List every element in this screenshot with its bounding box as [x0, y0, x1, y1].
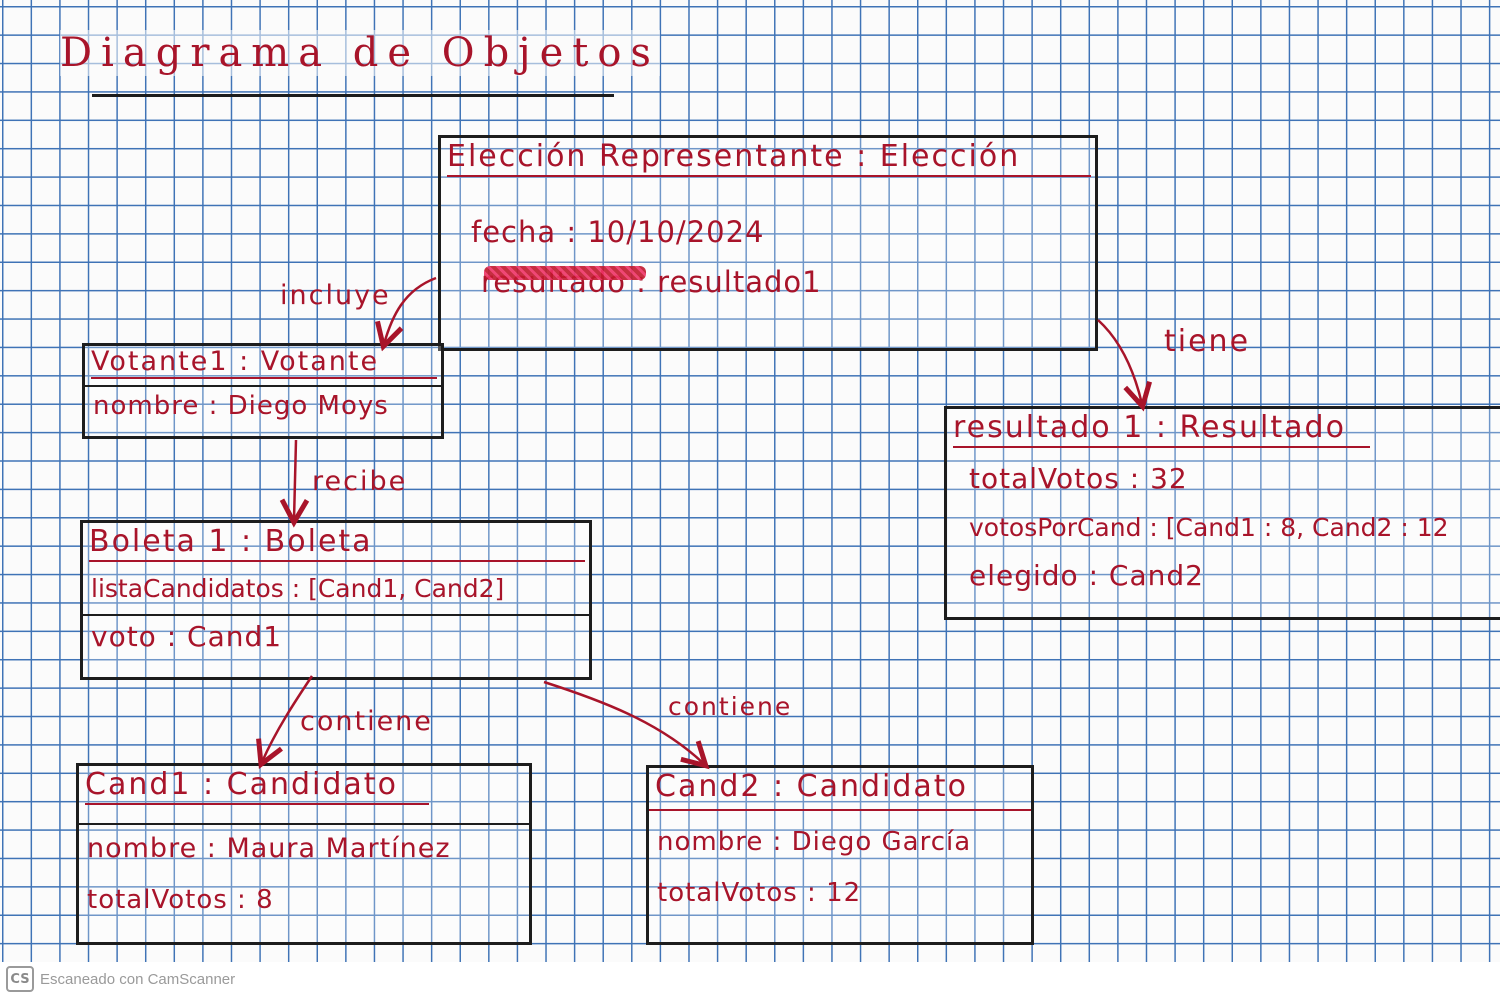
- object-eleccion: Elección Representante : Elección fecha …: [438, 135, 1098, 351]
- object-cand1-separator: [79, 822, 529, 825]
- object-resultado-attr-elegido: elegido : Cand2: [969, 559, 1204, 593]
- object-resultado-header: resultado 1 : Resultado: [953, 410, 1370, 448]
- object-resultado: resultado 1 : Resultado totalVotos : 32 …: [944, 406, 1500, 620]
- title-underline: [92, 94, 614, 97]
- object-cand1-attr-totalvotos: totalVotos : 8: [87, 884, 274, 915]
- object-cand1-attr-nombre: nombre : Maura Martínez: [87, 832, 451, 864]
- diagram-title: Diagrama de Objetos: [60, 30, 660, 76]
- camscanner-logo: CS: [6, 966, 34, 992]
- object-votante-header: Votante1 : Votante: [91, 346, 437, 380]
- object-cand2-header: Cand2 : Candidato: [655, 769, 968, 804]
- link-contiene-1-line: [262, 675, 314, 762]
- link-label-incluye: incluye: [280, 280, 391, 311]
- link-label-contiene-2: contiene: [668, 692, 793, 721]
- link-label-recibe: recibe: [312, 466, 408, 497]
- object-votante-attr-nombre: nombre : Diego Moys: [93, 391, 389, 422]
- object-boleta-attr-lista: listaCandidatos : [Cand1, Cand2]: [91, 573, 505, 603]
- link-tiene-line: [1097, 319, 1142, 404]
- object-votante-separator: [85, 385, 441, 388]
- object-eleccion-attr-fecha: fecha : 10/10/2024: [471, 214, 765, 249]
- strikethrough-scribble: [484, 266, 646, 280]
- link-label-tiene: tiene: [1164, 324, 1251, 359]
- link-contiene-2-line: [543, 680, 704, 764]
- link-recibe-line: [294, 439, 296, 520]
- object-resultado-attr-totalvotos: totalVotos : 32: [969, 461, 1188, 495]
- object-cand1: Cand1 : Candidato nombre : Maura Martíne…: [76, 763, 532, 945]
- object-boleta-separator: [83, 613, 589, 616]
- object-boleta: Boleta 1 : Boleta listaCandidatos : [Can…: [80, 520, 592, 680]
- object-cand2-attr-nombre: nombre : Diego García: [657, 826, 972, 857]
- link-label-contiene-1: contiene: [300, 706, 433, 737]
- object-cand1-header: Cand1 : Candidato: [85, 767, 429, 805]
- link-incluye-line: [384, 276, 437, 344]
- object-cand2-attr-totalvotos: totalVotos : 12: [657, 877, 862, 908]
- object-eleccion-header: Elección Representante : Elección: [447, 139, 1091, 177]
- object-cand2: Cand2 : Candidato nombre : Diego García …: [646, 765, 1034, 945]
- object-votante: Votante1 : Votante nombre : Diego Moys: [82, 343, 444, 439]
- object-cand2-separator: [649, 808, 1031, 811]
- footer-text: Escaneado con CamScanner: [40, 970, 236, 988]
- object-boleta-attr-voto: voto : Cand1: [91, 619, 283, 653]
- object-resultado-attr-votosporcand: votosPorCand : [Cand1 : 8, Cand2 : 12: [969, 513, 1449, 543]
- object-boleta-header: Boleta 1 : Boleta: [89, 524, 585, 562]
- scanner-footer: CS Escaneado con CamScanner: [0, 962, 1500, 996]
